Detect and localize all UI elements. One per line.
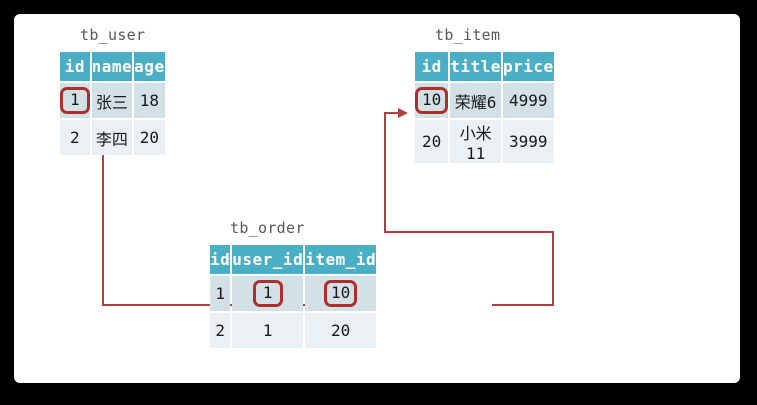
diagram-canvas: tb_user id name age 1 张三 18 [14, 14, 740, 383]
table-row: 10 荣耀6 4999 [415, 83, 554, 118]
cell-user-id: 2 [60, 120, 90, 155]
table-row: 1 1 10 [210, 276, 377, 311]
table-title-tb-order: tb_order [230, 219, 305, 237]
highlight-user-id-1: 1 [60, 87, 90, 114]
table-row: 1 张三 18 [60, 83, 165, 118]
grid-tb-order: id user_id item_id 1 1 10 [208, 243, 378, 350]
cell-item-title: 小米11 [450, 120, 501, 163]
cell-user-id: 1 [60, 83, 90, 118]
table-row: 20 小米11 3999 [415, 120, 554, 163]
grid-tb-item: id title price 10 荣耀6 4999 20 [413, 50, 556, 165]
column-header-user-id: user_id [232, 245, 304, 274]
cell-order-item-id: 10 [305, 276, 377, 311]
header-row: id user_id item_id [210, 245, 377, 274]
cell-item-title: 荣耀6 [450, 83, 501, 118]
cell-user-age: 20 [134, 120, 165, 155]
header-row: id name age [60, 52, 165, 81]
column-header-price: price [502, 52, 554, 81]
cell-user-age: 18 [134, 83, 165, 118]
column-header-title: title [450, 52, 501, 81]
cell-item-price: 4999 [502, 83, 554, 118]
cell-order-user-id: 1 [232, 313, 304, 348]
highlight-order-user-id-1: 1 [252, 280, 283, 307]
cell-user-name: 张三 [91, 83, 133, 118]
column-header-name: name [91, 52, 133, 81]
cell-order-id: 1 [210, 276, 231, 311]
cell-item-price: 3999 [502, 120, 554, 163]
grid-tb-user: id name age 1 张三 18 2 李四 [58, 50, 167, 157]
table-title-tb-item: tb_item [435, 26, 501, 44]
table-row: 2 李四 20 [60, 120, 165, 155]
header-row: id title price [415, 52, 554, 81]
highlight-order-item-id-10: 10 [324, 280, 358, 307]
column-header-item-id: item_id [305, 245, 377, 274]
column-header-id: id [210, 245, 231, 274]
table-row: 2 1 20 [210, 313, 377, 348]
highlight-item-id-10: 10 [415, 87, 449, 114]
cell-order-user-id: 1 [232, 276, 304, 311]
cell-user-name: 李四 [91, 120, 133, 155]
cell-order-id: 2 [210, 313, 231, 348]
cell-order-item-id: 20 [305, 313, 377, 348]
table-title-tb-user: tb_user [80, 26, 146, 44]
cell-item-id: 10 [415, 83, 449, 118]
column-header-id: id [415, 52, 449, 81]
cell-item-id: 20 [415, 120, 449, 163]
column-header-age: age [134, 52, 165, 81]
column-header-id: id [60, 52, 90, 81]
